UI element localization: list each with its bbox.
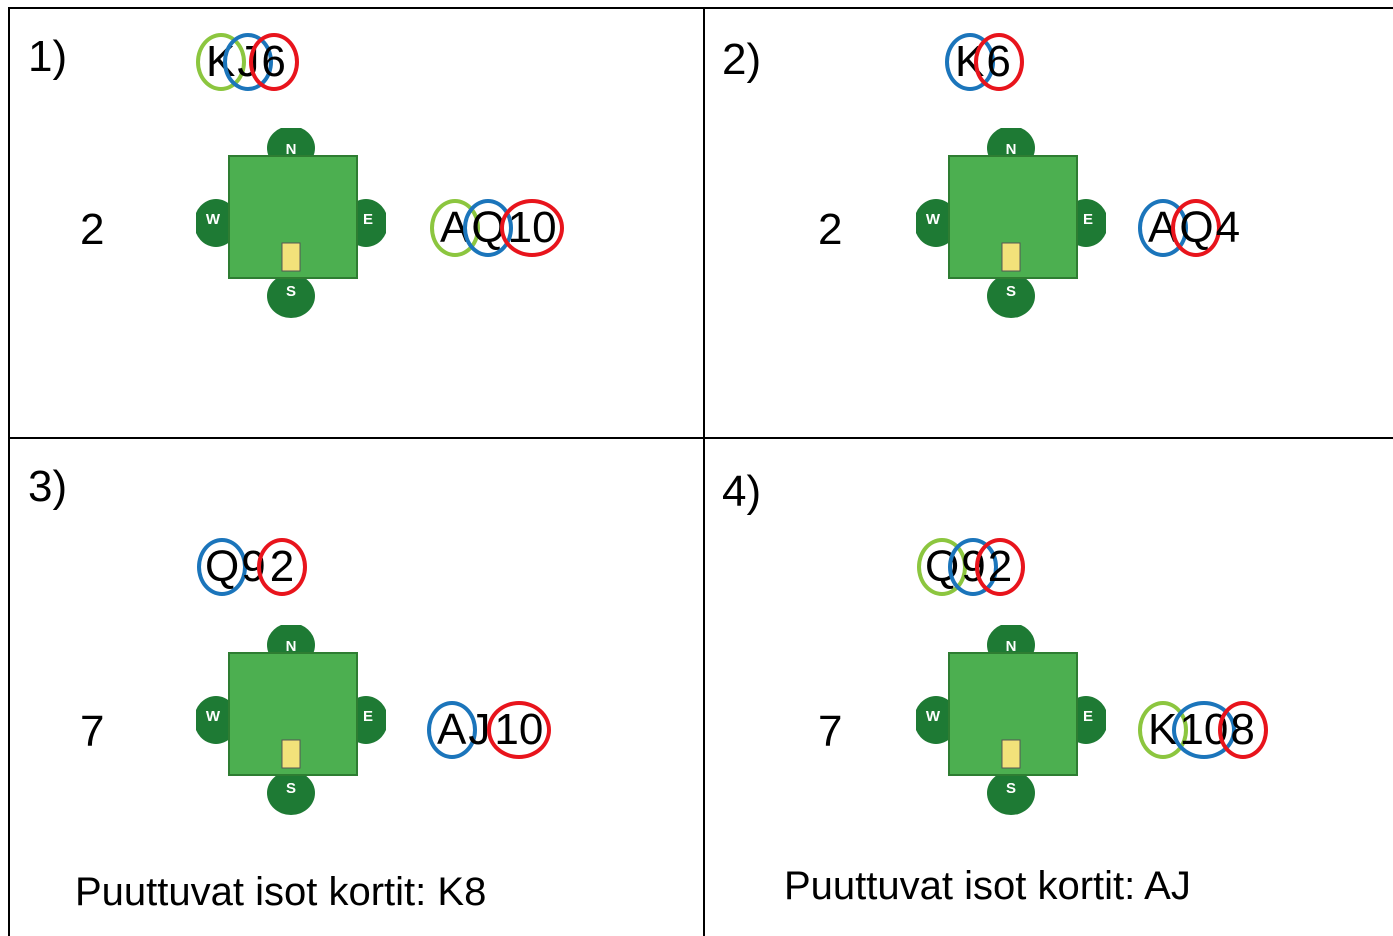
card-rank: K [206,37,236,86]
bridge-table-icon: N S W E [196,625,386,815]
west-label: W [926,211,941,228]
card-rank: J [237,37,260,86]
card-rank: A [1148,203,1178,252]
card-rank: 10 [494,705,544,754]
card-blue-ringed: 9 [948,538,999,596]
panel-number: 4) [722,467,762,516]
card-red-ringed: 8 [1217,701,1268,759]
south-badge-icon [987,274,1035,318]
south-badge-icon [267,771,315,815]
north-label: N [286,141,297,158]
east-label: E [363,211,373,228]
card-rank: 2 [987,542,1013,591]
west-hand: 2 [80,205,105,254]
panel-number: 1) [28,32,68,81]
missing-honors-note: Puuttuvat isot kortit: AJ [784,864,1191,908]
east-label: E [1083,708,1093,725]
south-label: S [286,283,296,300]
card-green-ringed: A [429,199,480,257]
south-card-icon [1001,739,1021,769]
south-label: S [286,780,296,797]
east-label: E [1083,211,1093,228]
card-green-ringed: Q [917,538,968,596]
card-blue-ringed: 10 [1171,701,1236,759]
card-rank: 6 [261,37,286,86]
south-label: S [1006,780,1016,797]
panel-number: 2) [722,35,762,84]
card-rank: A [437,705,467,754]
card-blue-ringed: K [944,33,995,91]
card-rank: J [468,705,491,754]
panel-number: 3) [28,462,68,511]
north-label: N [286,638,297,655]
west-badge-icon [196,696,238,744]
east-label: E [363,708,373,725]
card-rank: Q [205,542,240,591]
card-rank: Q [1179,203,1214,252]
south-badge-icon [987,771,1035,815]
card-rank: 9 [961,542,986,591]
card-rank: Q [925,542,960,591]
card-rank: 2 [269,542,295,591]
card-rank: 6 [986,37,1011,86]
card-blue-ringed: J [223,33,274,91]
card-blue-ringed: A [426,701,477,759]
west-badge-icon [916,199,958,247]
card-plain: 9 [241,545,265,589]
card-plain: 4 [1216,206,1240,250]
card-red-ringed: 10 [500,199,565,257]
card-rank: 10 [507,203,557,252]
card-red-ringed: Q [1171,199,1222,257]
bridge-table-icon: N S W E [916,625,1106,815]
bridge-table-icon: N S W E [916,128,1106,318]
card-rank: A [440,203,470,252]
card-rank: K [955,37,985,86]
card-plain: J [468,708,490,752]
card-rank: K [1148,705,1178,754]
south-label: S [1006,283,1016,300]
north-label: N [1006,141,1017,158]
west-hand: 7 [818,707,843,756]
card-rank: 4 [1215,203,1241,252]
card-blue-ringed: Q [197,538,248,596]
card-blue-ringed: Q [463,199,514,257]
missing-honors-note: Puuttuvat isot kortit: K8 [75,870,487,914]
west-label: W [926,708,941,725]
card-red-ringed: 6 [248,33,299,91]
card-rank: 10 [1179,705,1229,754]
north-label: N [1006,638,1017,655]
card-rank: 8 [1230,705,1255,754]
south-card-icon [281,739,301,769]
south-badge-icon [267,274,315,318]
card-green-ringed: K [1137,701,1188,759]
south-card-icon [1001,242,1021,272]
west-badge-icon [196,199,238,247]
west-badge-icon [916,696,958,744]
south-card-icon [281,242,301,272]
west-label: W [206,211,221,228]
card-rank: Q [471,203,506,252]
west-label: W [206,708,221,725]
card-red-ringed: 6 [973,33,1024,91]
card-blue-ringed: A [1137,199,1188,257]
west-hand: 2 [818,205,843,254]
card-red-ringed: 2 [974,538,1025,596]
card-red-ringed: 10 [486,701,551,759]
card-green-ringed: K [195,33,246,91]
west-hand: 7 [80,707,105,756]
bridge-table-icon: N S W E [196,128,386,318]
card-rank: 9 [241,542,266,591]
card-red-ringed: 2 [256,538,307,596]
